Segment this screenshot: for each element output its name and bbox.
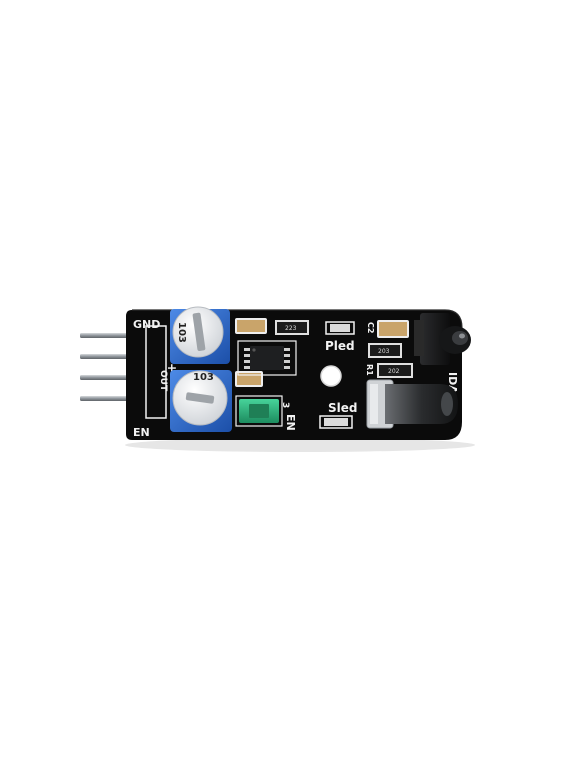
mounting-hole	[320, 365, 342, 387]
label-r1: R1	[365, 364, 374, 376]
svg-text:202: 202	[388, 368, 400, 375]
power-led	[325, 321, 355, 335]
pot-top-code: 103	[176, 322, 187, 343]
label-en: EN	[133, 426, 150, 439]
ic-chip-icon	[237, 340, 297, 376]
smd-capacitor	[235, 371, 263, 387]
board-shadow	[125, 438, 475, 452]
svg-text:223: 223	[285, 325, 297, 332]
header-outline	[145, 325, 167, 419]
potentiometer-icon: 103	[170, 306, 230, 364]
ir-receiver-icon	[414, 313, 471, 365]
smd-capacitor	[235, 318, 267, 334]
smd-resistor: 203	[368, 343, 402, 358]
label-out: OUT	[158, 370, 168, 392]
label-plus: +	[165, 363, 179, 373]
smd-resistor: 202	[377, 363, 413, 378]
label-pled: Pled	[325, 339, 355, 353]
ir-led-icon	[366, 379, 458, 429]
jumper-number: 3	[280, 402, 290, 408]
smd-capacitor	[377, 320, 409, 338]
potentiometer-icon: 103	[170, 370, 232, 432]
smd-resistor: 223	[275, 320, 309, 335]
en-jumper: 3 EN	[235, 395, 297, 431]
label-en-jumper: EN	[284, 414, 297, 431]
pot-bottom-code: 103	[193, 372, 214, 383]
label-c2: C2	[366, 322, 375, 333]
label-sled: Sled	[328, 401, 357, 415]
status-led	[319, 415, 353, 429]
svg-text:203: 203	[378, 348, 390, 355]
label-gnd: GND	[133, 318, 160, 331]
